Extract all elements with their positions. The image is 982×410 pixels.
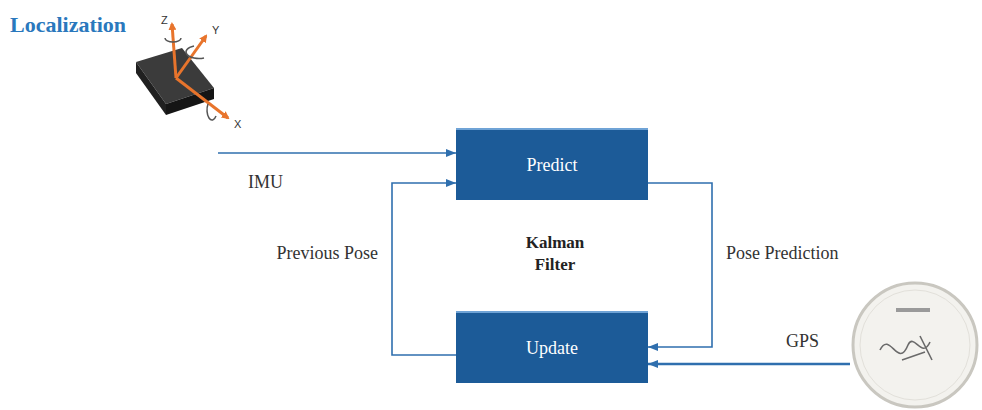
filter-title: Kalman Filter [515, 232, 595, 276]
edge-label: Previous Pose [274, 243, 380, 264]
diagram-title: Localization [10, 12, 126, 38]
connector-arrow [218, 152, 456, 154]
axis-label: X [234, 118, 241, 130]
axis-label: Z [161, 14, 168, 26]
sensor-label: IMU [248, 172, 283, 193]
edge-label: Pose Prediction [724, 243, 841, 264]
process-box: Update [456, 311, 648, 383]
process-box: Predict [456, 128, 648, 200]
gps-sensor: GPS [850, 283, 980, 407]
gps-receiver [853, 283, 977, 407]
connector-arrow [648, 183, 712, 347]
sensor-label: GPS [786, 331, 819, 352]
imu-sensor: IMU [122, 12, 218, 202]
axis-label: Y [212, 24, 219, 36]
box-label: Predict [527, 155, 578, 176]
box-label: Update [526, 338, 578, 359]
connector-arrow [392, 183, 456, 355]
imu-chip [136, 24, 228, 120]
connector-arrow [648, 363, 850, 366]
